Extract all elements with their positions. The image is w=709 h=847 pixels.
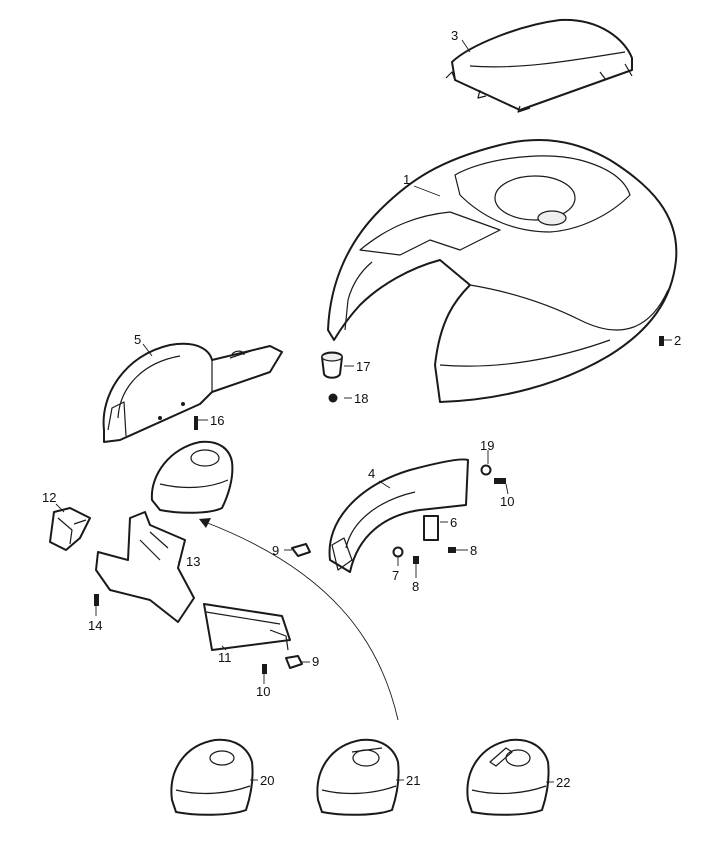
callout-7: 7 <box>392 568 399 583</box>
part-9-clip-lower <box>285 655 303 669</box>
part-10-screw-right <box>494 478 506 484</box>
callout-2: 2 <box>674 333 681 348</box>
callout-6: 6 <box>450 515 457 530</box>
part-14-screw <box>94 594 99 606</box>
leader-lines <box>55 39 672 783</box>
part-6-clip <box>423 515 439 541</box>
part-18-screw <box>328 393 338 403</box>
callout-4: 4 <box>368 466 375 481</box>
part-19-washer <box>480 464 492 476</box>
callout-11: 11 <box>218 650 232 665</box>
part-22-hood-variant <box>466 738 550 816</box>
part-1-main-hood <box>327 139 678 403</box>
callout-17: 17 <box>356 359 370 374</box>
part-16-screw <box>194 416 198 430</box>
callout-8-right: 8 <box>470 543 477 558</box>
callout-21: 21 <box>406 773 420 788</box>
callout-5: 5 <box>134 332 141 347</box>
part-20-hood-variant <box>170 738 254 816</box>
callout-13: 13 <box>186 554 200 569</box>
part-8-screw-right <box>448 547 456 553</box>
part-7-washer <box>392 546 404 558</box>
part-4-rear-fender <box>328 458 469 573</box>
callout-8-lower: 8 <box>412 579 419 594</box>
callout-1: 1 <box>403 172 410 187</box>
callout-9-lower: 9 <box>312 654 319 669</box>
hood-variant-center <box>150 440 234 514</box>
variant-arrow <box>199 518 399 721</box>
part-11-rear-panel <box>203 603 291 651</box>
callout-3: 3 <box>451 28 458 43</box>
callout-20: 20 <box>260 773 274 788</box>
part-8-screw-lower <box>413 556 419 564</box>
part-12-bracket <box>49 507 91 551</box>
callout-labels: 1 2 3 4 5 6 7 8 8 9 9 10 10 11 12 13 14 … <box>42 28 681 790</box>
part-5-side-cover <box>102 342 283 443</box>
part-2-screw <box>659 336 664 346</box>
part-9-clip-fender <box>291 543 311 557</box>
part-21-hood-variant <box>316 738 400 816</box>
callout-19: 19 <box>480 438 494 453</box>
part-3-top-cover <box>445 18 633 113</box>
part-17-damper <box>321 351 343 379</box>
callout-18: 18 <box>354 391 368 406</box>
part-10-screw-lower <box>262 664 267 674</box>
callout-16: 16 <box>210 413 224 428</box>
callout-10-lower: 10 <box>256 684 270 699</box>
callout-9-fender: 9 <box>272 543 279 558</box>
callout-10-right: 10 <box>500 494 514 509</box>
callout-14: 14 <box>88 618 102 633</box>
part-13-guide-plate <box>95 511 195 623</box>
callout-12: 12 <box>42 490 56 505</box>
callout-22: 22 <box>556 775 570 790</box>
